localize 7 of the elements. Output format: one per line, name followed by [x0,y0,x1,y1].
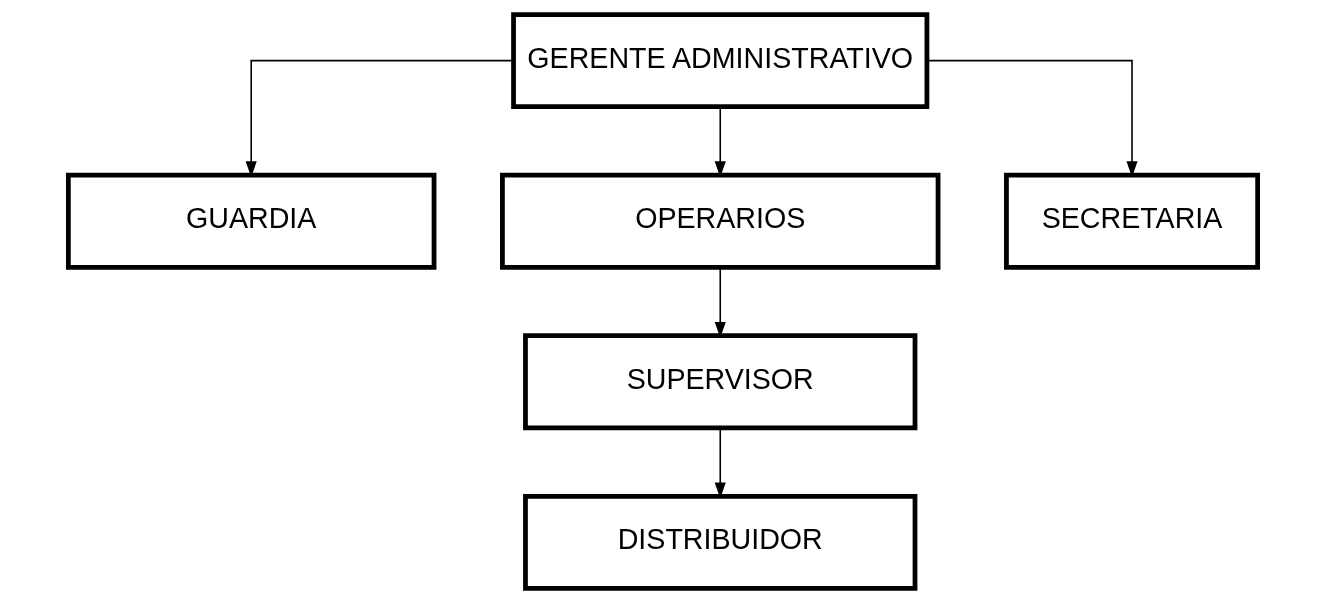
node-box: GUARDIA [65,172,437,270]
node-box: SUPERVISOR [523,333,918,431]
node-box: OPERARIOS [500,172,941,270]
node-box: GERENTE ADMINISTRATIVO [511,12,930,110]
node-box: DISTRIBUIDOR [523,493,918,591]
node-box: SECRETARIA [1004,172,1261,270]
arrow [714,427,726,499]
